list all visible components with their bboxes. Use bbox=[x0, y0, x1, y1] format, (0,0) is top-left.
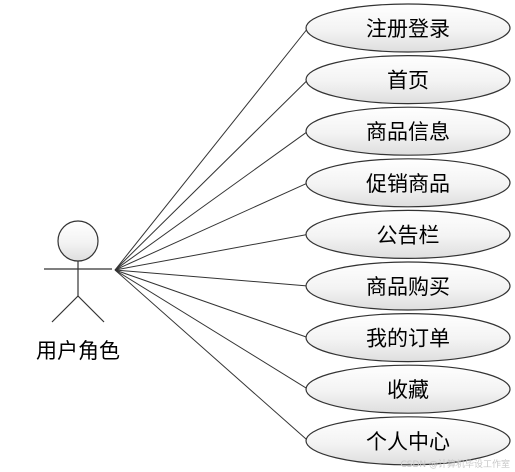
use-case-label: 商品信息 bbox=[366, 120, 450, 144]
use-case-ellipse[interactable] bbox=[305, 364, 511, 414]
use-case-label: 促销商品 bbox=[366, 172, 450, 196]
use-case-label: 个人中心 bbox=[366, 430, 450, 454]
use-case[interactable]: 收藏 bbox=[305, 364, 511, 414]
use-case-ellipse[interactable] bbox=[305, 158, 511, 208]
watermark: CSDN @计算机毕设工作室 bbox=[400, 458, 510, 470]
use-case[interactable]: 注册登录 bbox=[305, 3, 511, 53]
use-case-ellipse[interactable] bbox=[305, 3, 511, 53]
use-case[interactable]: 公告栏 bbox=[305, 209, 511, 259]
use-case-ellipse[interactable] bbox=[305, 54, 511, 105]
actor-right-leg bbox=[77, 295, 105, 323]
actor-figure: 用户角色 bbox=[36, 220, 120, 363]
use-case-label: 收藏 bbox=[387, 378, 429, 402]
actor-label: 用户角色 bbox=[36, 339, 120, 363]
use-case-label: 公告栏 bbox=[377, 223, 440, 247]
association-line bbox=[114, 269, 309, 390]
association-lines bbox=[114, 27, 309, 442]
use-case[interactable]: 个人中心 bbox=[305, 416, 511, 466]
use-case-ellipse[interactable] bbox=[305, 313, 511, 363]
use-case-ellipse[interactable] bbox=[305, 261, 511, 311]
use-case-label: 商品购买 bbox=[366, 275, 450, 299]
use-case-label: 我的订单 bbox=[366, 327, 450, 351]
association-line bbox=[114, 27, 309, 271]
association-line bbox=[114, 269, 309, 287]
association-line bbox=[114, 182, 309, 271]
use-case-ellipse[interactable] bbox=[305, 209, 511, 259]
association-line bbox=[114, 233, 309, 271]
use-case-ellipse[interactable] bbox=[305, 416, 511, 466]
actor-head bbox=[57, 220, 99, 262]
use-case[interactable]: 首页 bbox=[305, 54, 511, 105]
association-line bbox=[114, 269, 309, 339]
association-line bbox=[114, 269, 309, 442]
use-case[interactable]: 我的订单 bbox=[305, 313, 511, 363]
use-case[interactable]: 商品信息 bbox=[305, 106, 511, 156]
use-case[interactable]: 促销商品 bbox=[305, 158, 511, 208]
actor-left-leg bbox=[51, 295, 79, 323]
association-line bbox=[114, 79, 309, 271]
use-case-label: 注册登录 bbox=[366, 17, 450, 41]
use-case-label: 首页 bbox=[387, 69, 429, 93]
association-line bbox=[114, 130, 309, 271]
use-case-ellipse[interactable] bbox=[305, 106, 511, 156]
use-case[interactable]: 商品购买 bbox=[305, 261, 511, 311]
